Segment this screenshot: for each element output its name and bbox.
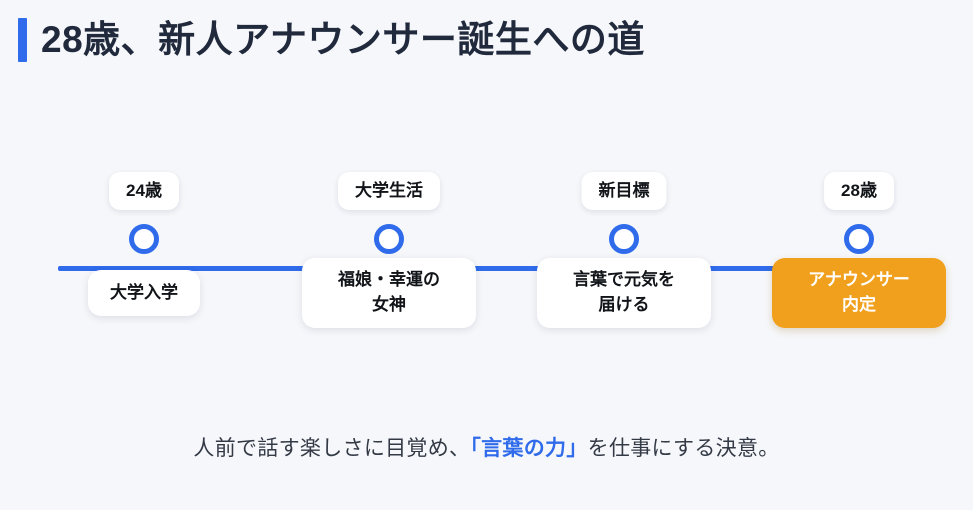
- node-marker-icon: [129, 224, 159, 254]
- node-chip-label: 28歳: [824, 172, 894, 211]
- node-card-line2: 女神: [372, 295, 406, 314]
- node-marker-icon: [609, 224, 639, 254]
- node-card-text: アナウンサー 内定: [808, 268, 910, 317]
- node-card-line2: 届ける: [598, 295, 650, 314]
- node-card-highlighted[interactable]: アナウンサー 内定: [772, 258, 946, 328]
- node-chip-label: 新目標: [581, 172, 667, 211]
- title-text: 28歳、新人アナウンサー誕生への道: [41, 18, 645, 60]
- node-card[interactable]: 大学入学: [88, 270, 200, 316]
- timeline: 24歳 大学入学 大学生活 福娘・幸運の 女神 新目標 言葉で元気を 届ける 2…: [0, 150, 973, 350]
- caption-highlight: 「言葉の力」: [470, 437, 588, 460]
- caption-after: を仕事にする決意。: [587, 437, 780, 460]
- node-card-line1: アナウンサー: [808, 270, 910, 290]
- node-card-text: 言葉で元気を 届ける: [573, 268, 675, 317]
- node-card-line1: 福娘・幸運の: [338, 270, 440, 290]
- page-title: 28歳、新人アナウンサー誕生への道: [18, 18, 645, 62]
- node-card-line2: 内定: [841, 295, 876, 314]
- node-card[interactable]: 言葉で元気を 届ける: [537, 258, 711, 328]
- timeline-node-4[interactable]: 28歳 アナウンサー 内定: [772, 150, 946, 350]
- node-card[interactable]: 福娘・幸運の 女神: [302, 258, 476, 328]
- node-card-line1: 言葉で元気を: [573, 270, 675, 290]
- caption-before: 人前で話す楽しさに目覚め、: [193, 437, 471, 460]
- timeline-node-1[interactable]: 24歳 大学入学: [88, 150, 200, 350]
- caption: 人前で話す楽しさに目覚め、「言葉の力」を仕事にする決意。: [0, 432, 973, 462]
- node-chip-label: 24歳: [109, 172, 179, 211]
- node-chip-label: 大学生活: [338, 172, 440, 211]
- title-accent-bar: [18, 18, 27, 62]
- node-marker-icon: [374, 224, 404, 254]
- timeline-node-3[interactable]: 新目標 言葉で元気を 届ける: [537, 150, 711, 350]
- node-marker-icon: [844, 224, 874, 254]
- node-card-text: 大学入学: [110, 282, 178, 302]
- timeline-node-2[interactable]: 大学生活 福娘・幸運の 女神: [302, 150, 476, 350]
- node-card-text: 福娘・幸運の 女神: [338, 268, 440, 317]
